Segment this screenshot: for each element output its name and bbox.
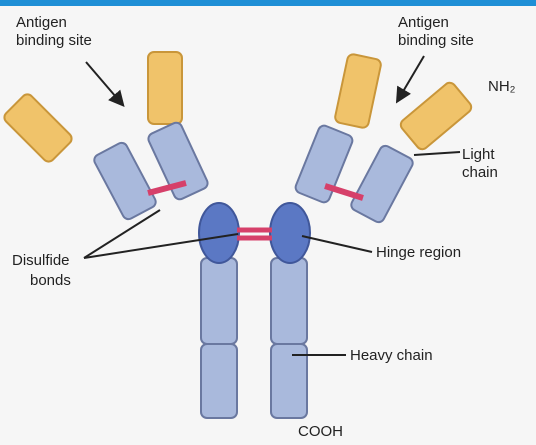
heavy-chain-stem-right xyxy=(271,258,307,418)
heavy-chain-arm-left xyxy=(146,52,209,201)
heavy-chain-stem-left xyxy=(201,258,237,418)
label-antigen-binding-site-right-1: Antigen xyxy=(398,14,449,31)
label-antigen-binding-site-left-2: binding site xyxy=(16,32,92,49)
label-cooh: COOH xyxy=(298,423,343,440)
label-hinge-region: Hinge region xyxy=(376,244,461,261)
label-nh2: NH₂ xyxy=(488,78,516,95)
label-heavy-chain: Heavy chain xyxy=(350,347,433,364)
hinge-region xyxy=(199,203,310,263)
label-light-chain-2: chain xyxy=(462,164,498,181)
label-antigen-binding-site-left-1: Antigen xyxy=(16,14,67,31)
light-chain-left xyxy=(2,92,158,221)
label-antigen-binding-site-right-2: binding site xyxy=(398,32,474,49)
label-light-chain-1: Light xyxy=(462,146,495,163)
label-disulfide-bonds-2: bonds xyxy=(30,272,71,289)
label-disulfide-bonds-1: Disulfide xyxy=(12,252,70,269)
